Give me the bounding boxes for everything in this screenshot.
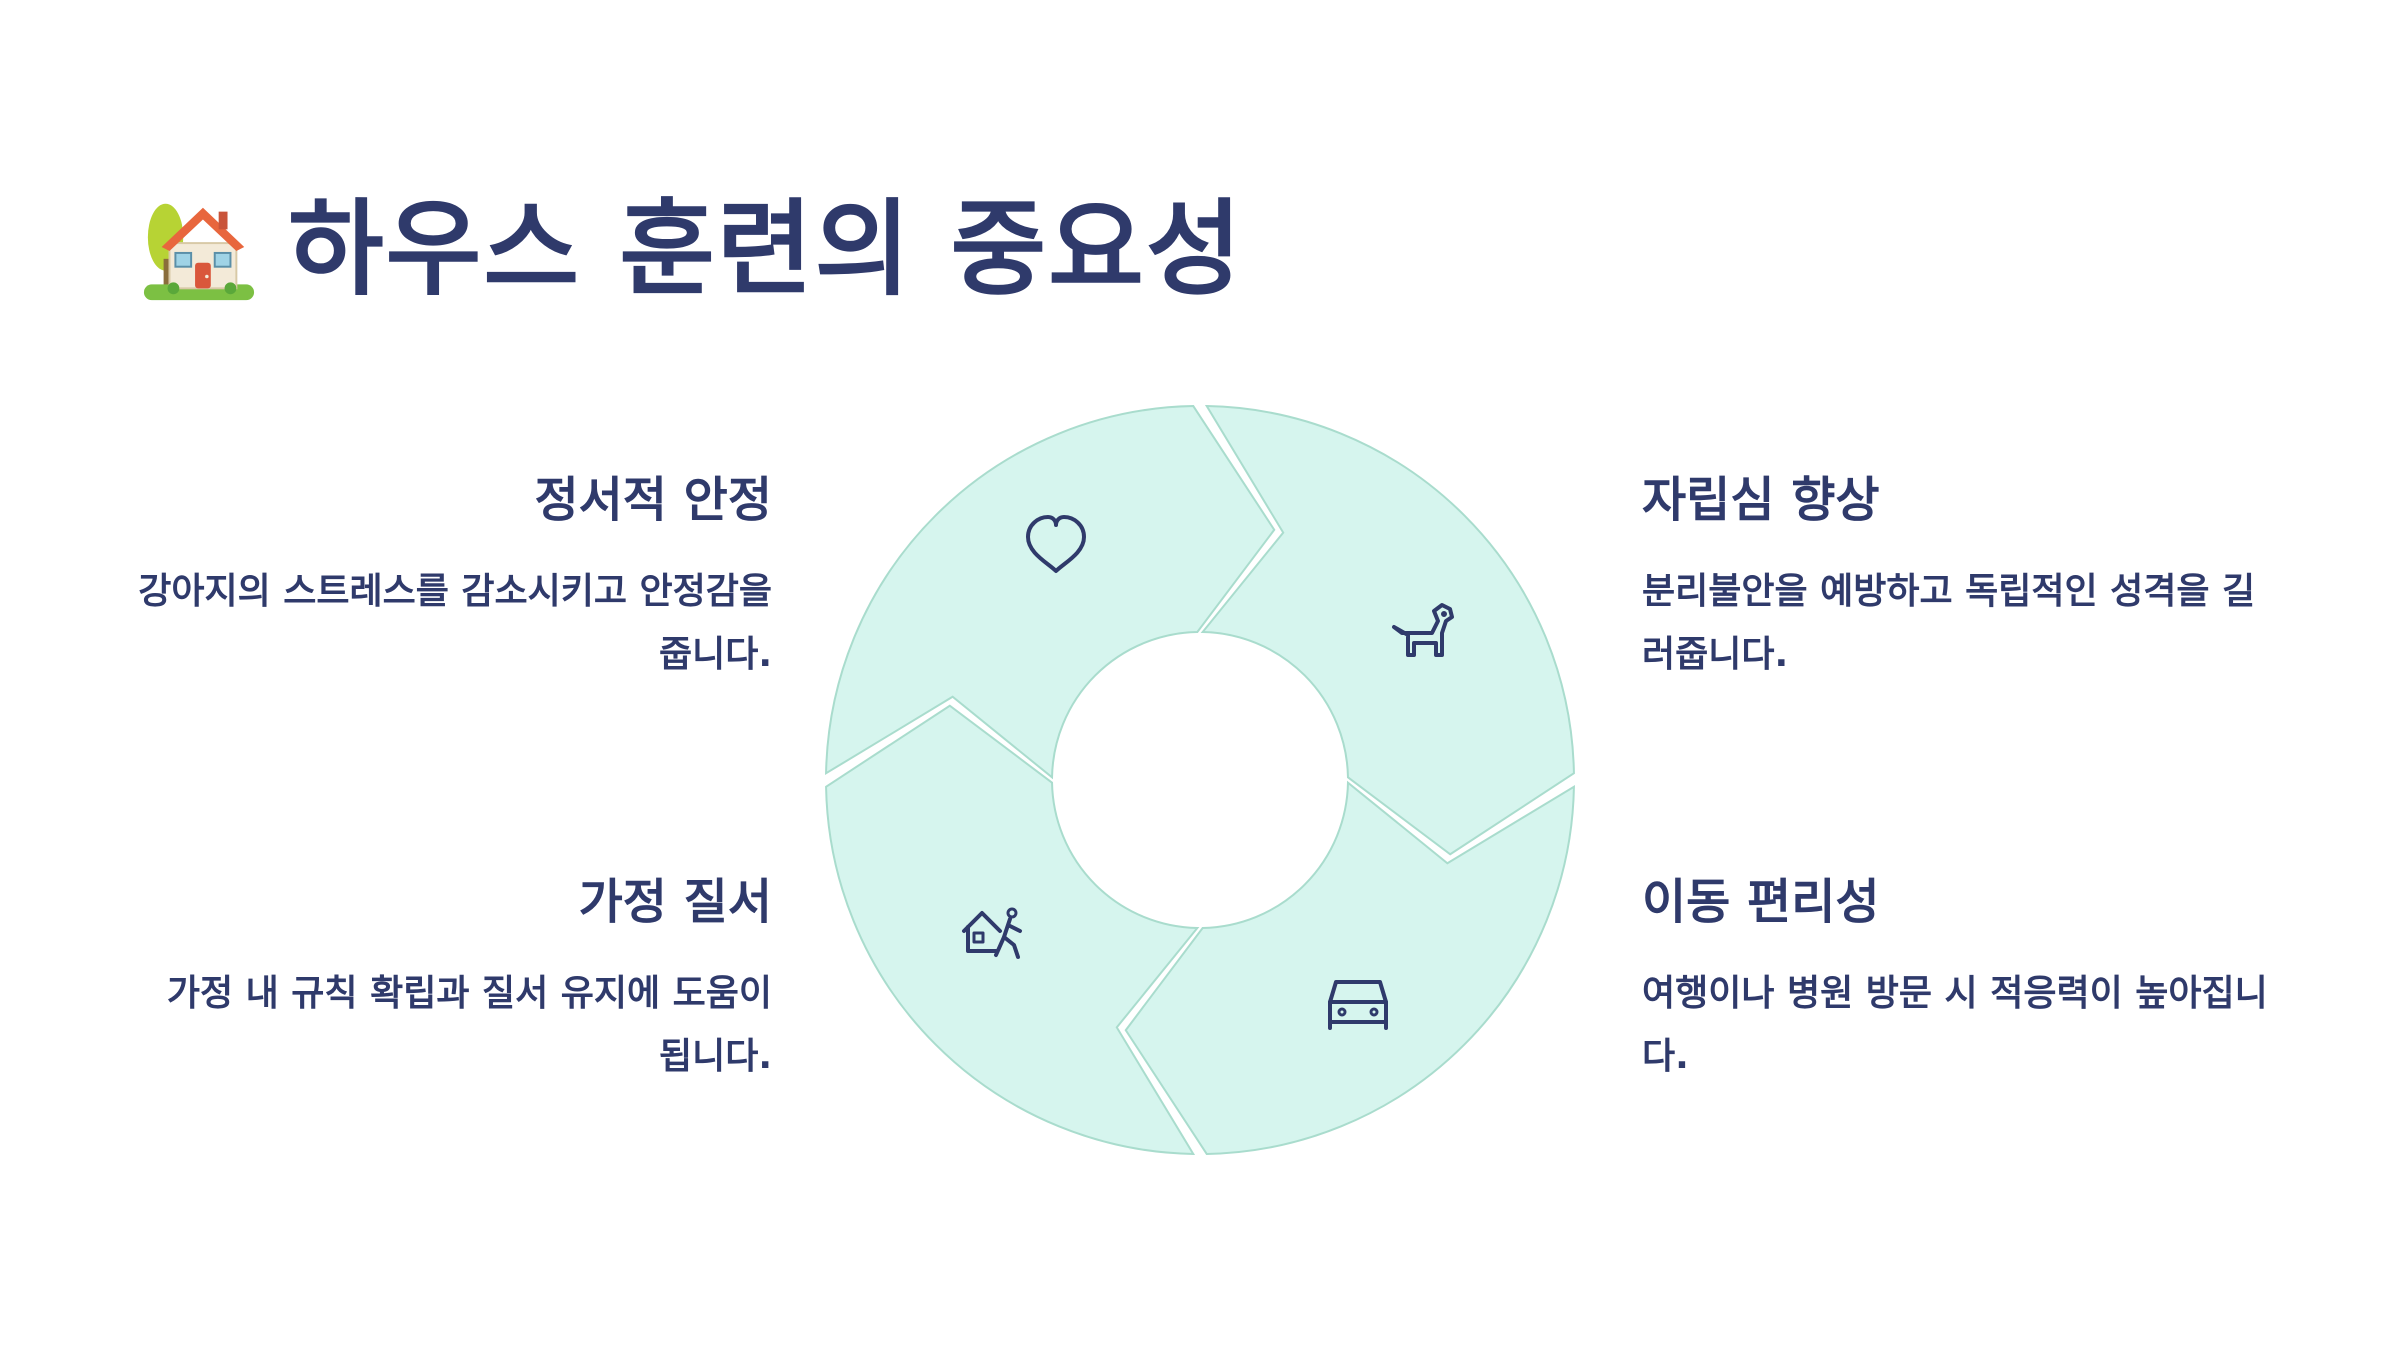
dog-icon: [1392, 603, 1454, 657]
house-with-garden-icon: [143, 203, 255, 301]
household-order-description: 가정 내 규칙 확립과 질서 유지에 도움이 됩니다.: [166, 972, 772, 1077]
heart-icon: [1026, 515, 1086, 573]
independence-block: 자립심 향상 분리불안을 예방하고 독립적인 성격을 길러줍니다.: [1642, 472, 2282, 686]
travel-convenience-description: 여행이나 병원 방문 시 적응력이 높아집니다.: [1642, 972, 2268, 1077]
page-title: 하우스 훈련의 중요성: [288, 188, 1244, 310]
car-icon: [1328, 980, 1388, 1030]
travel-convenience-heading: 이동 편리성: [1642, 874, 1880, 930]
emotional-stability-description: 강아지의 스트레스를 감소시키고 안정감을 줍니다.: [138, 570, 772, 675]
segment-emotional-stability: [825, 405, 1276, 780]
title-row: 하우스 훈련의 중요성: [140, 190, 1244, 308]
independence-heading: 자립심 향상: [1642, 472, 1880, 528]
household-order-heading: 가정 질서: [578, 874, 772, 930]
segment-travel-convenience: [1124, 780, 1575, 1155]
emotional-stability-block: 정서적 안정 강아지의 스트레스를 감소시키고 안정감을 줍니다.: [132, 472, 772, 686]
travel-convenience-block: 이동 편리성 여행이나 병원 방문 시 적응력이 높아집니다.: [1642, 874, 2282, 1088]
independence-description: 분리불안을 예방하고 독립적인 성격을 길러줍니다.: [1642, 570, 2256, 675]
emotional-stability-heading: 정서적 안정: [534, 472, 772, 528]
house-walk-icon: [962, 907, 1022, 959]
cycle-diagram: [825, 405, 1575, 1155]
segment-household-order: [825, 704, 1200, 1155]
segment-independence: [1200, 405, 1575, 856]
household-order-block: 가정 질서 가정 내 규칙 확립과 질서 유지에 도움이 됩니다.: [132, 874, 772, 1088]
